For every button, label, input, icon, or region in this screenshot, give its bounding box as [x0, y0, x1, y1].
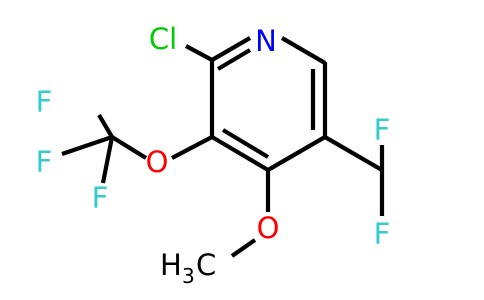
bond-c3-o	[171, 135, 213, 160]
atom-methyl-c: C	[196, 248, 216, 282]
bond-c4-c3	[210, 135, 270, 172]
bond-c5-c4	[266, 135, 327, 172]
atom-cf3-f-bottom: F	[92, 181, 109, 215]
atom-cf3-f-left: F	[36, 145, 53, 179]
bond-c2-cl	[185, 44, 213, 62]
bond-c5-chf2	[323, 135, 384, 172]
bond-cf3-f-left	[61, 135, 113, 156]
bond-cf3-f-top	[97, 113, 114, 139]
atom-chlorine: Cl	[149, 22, 177, 56]
bond-c2-n1-inner	[216, 48, 252, 71]
bond-n1-c6	[280, 36, 327, 65]
atom-chf2-f-top: F	[374, 113, 391, 147]
bond-c4-c3-inner	[221, 128, 270, 159]
atom-nitrogen: N	[255, 24, 277, 58]
atom-ocf3-oxygen: O	[146, 145, 169, 179]
atom-ome-oxygen: O	[257, 211, 280, 245]
atom-chf2-f-bottom: F	[374, 217, 391, 251]
bond-o-cf3	[110, 135, 148, 160]
atom-cf3-f-top: F	[36, 85, 53, 119]
bond-c2-n1	[210, 36, 252, 62]
atom-methyl-h: H	[160, 248, 182, 282]
bond-o-ch3	[230, 238, 257, 258]
bond-cf3-f-bottom	[100, 136, 115, 184]
atom-methyl-subscript: 3	[182, 264, 195, 288]
